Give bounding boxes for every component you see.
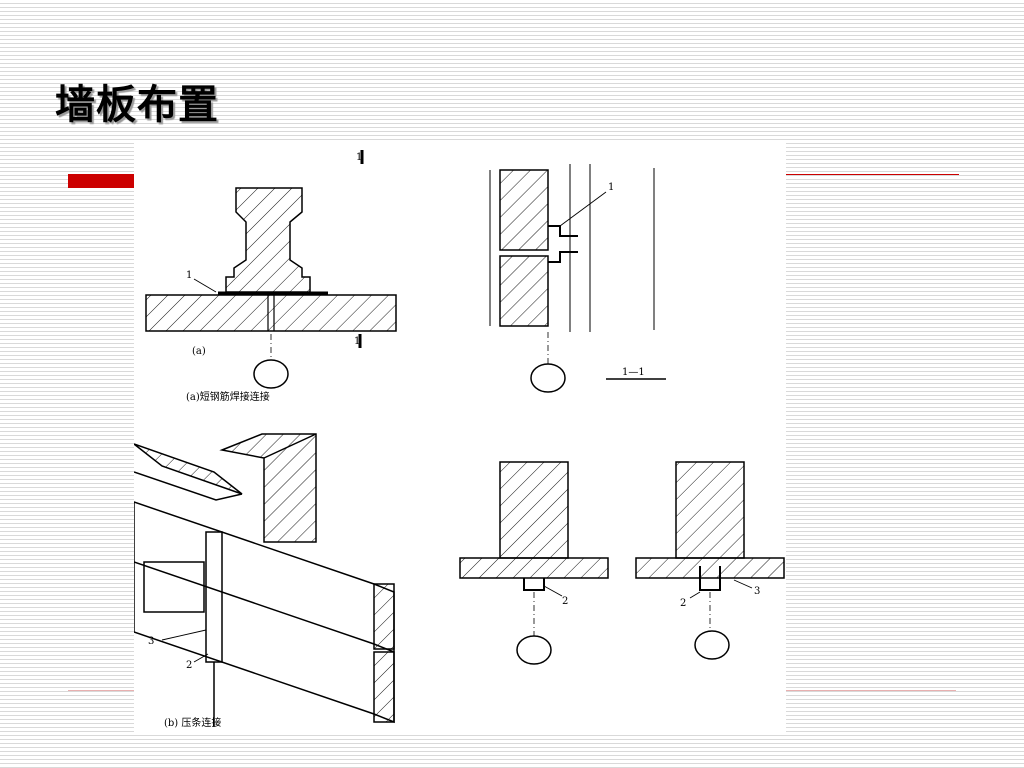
detail-b-plan-right [635,461,785,660]
accent-bar [68,174,134,188]
slide-title: 墙板布置 [55,81,219,128]
caption-a: (a)短钢筋焊接连接 [186,390,270,403]
section-tag-bottom: 1 [354,336,360,347]
detail-b-plan-left [459,461,609,665]
leader-label-2c: 2 [562,596,568,607]
footer-line-left [68,690,134,691]
leader-label-3d: 3 [754,586,760,597]
section-mark: 1—1 [622,367,645,378]
detail-b-isometric [134,433,395,727]
leader-label-2b: 2 [186,660,192,671]
leader-label-2d: 2 [680,598,686,609]
leader-label-1b: 1 [608,182,614,193]
caption-a-short: (a) [192,346,206,357]
caption-b: (b) 压条连接 [164,716,221,729]
section-1-1 [489,164,666,393]
detail-a-plan [145,150,397,389]
wall-panel-drawing: 1 1 1 (a) (a)短钢筋焊接连接 1 1—1 [134,150,785,729]
wall-panel-figure: 1 1 1 (a) (a)短钢筋焊接连接 1 1—1 [134,142,786,732]
leader-label-3b: 3 [148,636,154,647]
section-tag-top: 1 [356,152,362,163]
footer-line-right [786,690,956,691]
leader-label-1a: 1 [186,270,192,281]
accent-line [786,174,959,175]
